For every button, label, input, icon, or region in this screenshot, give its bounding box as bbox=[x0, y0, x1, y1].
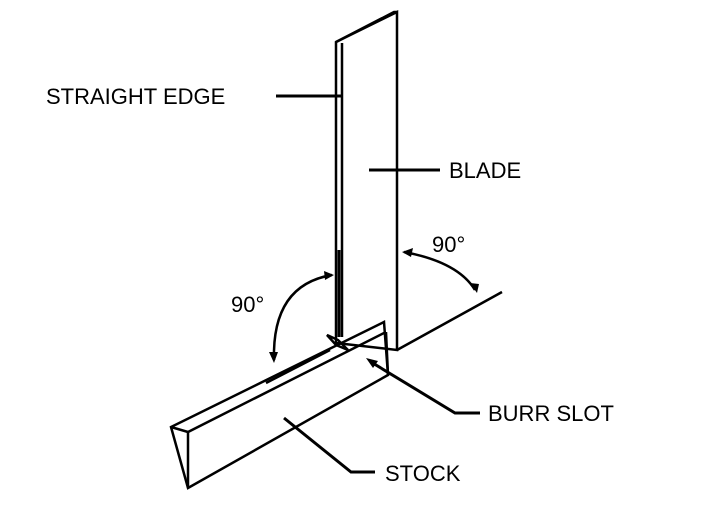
stock-far-edge bbox=[384, 331, 390, 376]
blade-top-edge bbox=[335, 10, 397, 44]
label-straight-edge: STRAIGHT EDGE bbox=[46, 84, 225, 109]
label-angle-top: 90° bbox=[432, 232, 465, 257]
angle-arrow-right-start bbox=[402, 248, 413, 257]
stock-leader bbox=[283, 416, 375, 474]
angle-arc-left bbox=[272, 273, 333, 361]
leader-lines bbox=[276, 94, 480, 474]
burr-slot-notch bbox=[326, 333, 349, 352]
stock-slot-line bbox=[265, 348, 331, 385]
angle-arcs bbox=[269, 248, 479, 363]
stock-drawing bbox=[169, 320, 390, 490]
blade-drawing bbox=[334, 9, 503, 352]
stock-top-edge bbox=[170, 330, 387, 434]
angle-arrow-left-end bbox=[269, 352, 278, 363]
burr-slot-arrow bbox=[366, 358, 378, 368]
blade-base-line bbox=[396, 290, 503, 352]
angle-arrow-left-start bbox=[324, 271, 334, 280]
burr-slot-leader bbox=[370, 360, 480, 415]
label-angle-left: 90° bbox=[231, 292, 264, 317]
angle-arrow-right-end bbox=[470, 283, 479, 293]
label-burr-slot: BURR SLOT bbox=[488, 401, 614, 426]
label-stock: STOCK bbox=[385, 461, 461, 486]
angle-arc-right bbox=[403, 250, 477, 291]
blade-face bbox=[334, 9, 399, 352]
label-blade: BLADE bbox=[449, 158, 521, 183]
